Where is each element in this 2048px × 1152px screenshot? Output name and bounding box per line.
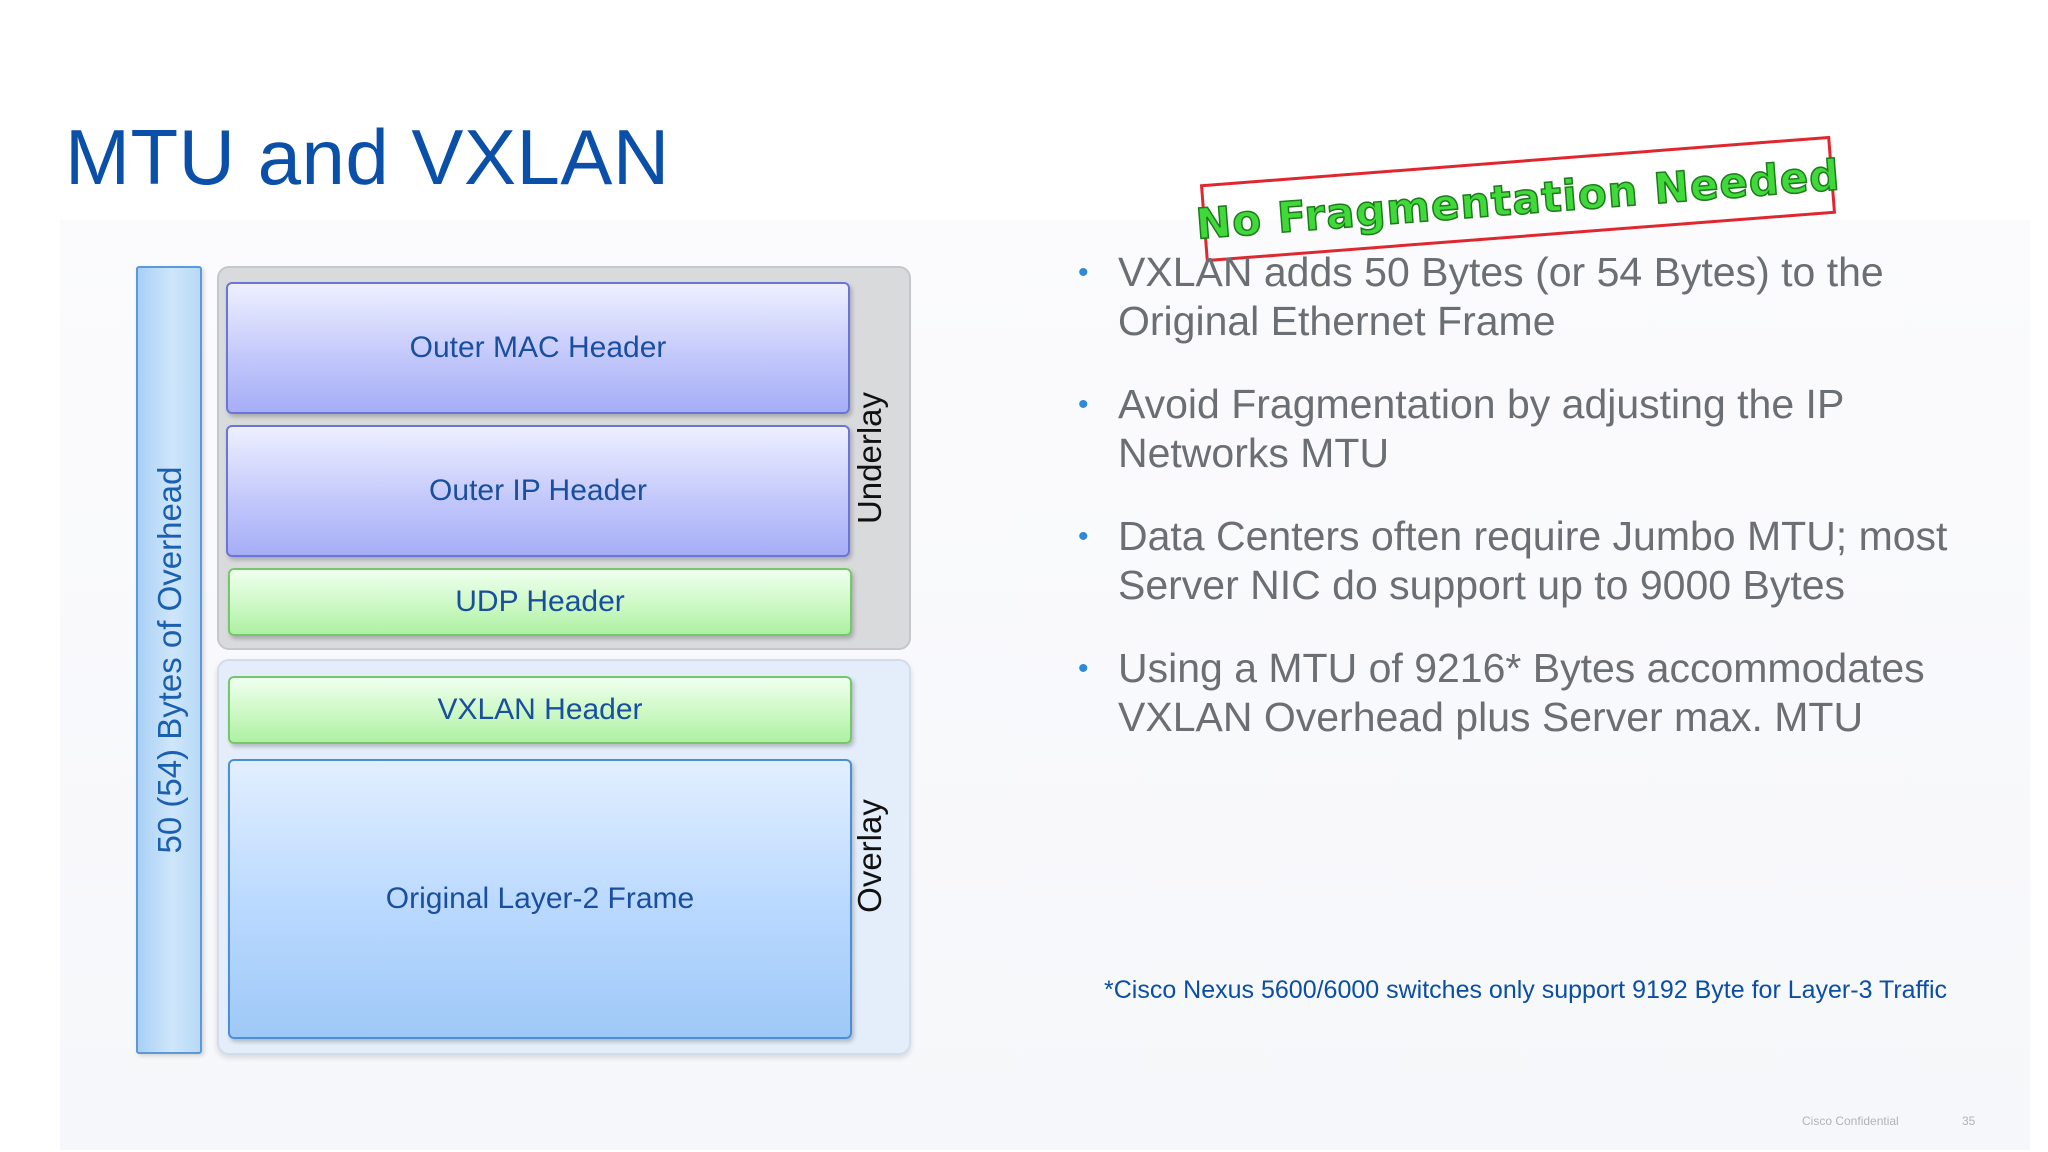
bullet-item: • Using a MTU of 9216* Bytes accommodate… xyxy=(1078,644,1998,742)
outer-ip-header-box: Outer IP Header xyxy=(226,425,850,557)
bullet-marker-icon: • xyxy=(1078,256,1089,289)
underlay-label: Underlay xyxy=(851,391,888,525)
outer-mac-header-box: Outer MAC Header xyxy=(226,282,850,414)
bullet-marker-icon: • xyxy=(1078,388,1089,421)
original-frame-box: Original Layer-2 Frame xyxy=(228,759,852,1039)
overhead-label: 50 (54) Bytes of Overhead xyxy=(151,466,188,854)
bullet-text: Data Centers often require Jumbo MTU; mo… xyxy=(1118,513,1948,608)
bullet-marker-icon: • xyxy=(1078,520,1089,553)
overlay-label: Overlay xyxy=(851,799,888,913)
udp-header-box: UDP Header xyxy=(228,568,852,636)
page-number: 35 xyxy=(1962,1114,1976,1128)
outer-ip-header-label: Outer IP Header xyxy=(429,474,647,507)
bullet-text: Avoid Fragmentation by adjusting the IP … xyxy=(1118,381,1844,476)
vxlan-header-box: VXLAN Header xyxy=(228,676,852,744)
udp-header-label: UDP Header xyxy=(455,585,625,618)
footnote: *Cisco Nexus 5600/6000 switches only sup… xyxy=(1104,976,1948,1004)
original-frame-label: Original Layer-2 Frame xyxy=(385,882,695,915)
confidential-label: Cisco Confidential xyxy=(1802,1114,1899,1128)
bullet-item: • Data Centers often require Jumbo MTU; … xyxy=(1078,512,1998,610)
bullet-list: • VXLAN adds 50 Bytes (or 54 Bytes) to t… xyxy=(1078,248,1998,776)
slide-title: MTU and VXLAN xyxy=(65,113,670,201)
bullet-text: VXLAN adds 50 Bytes (or 54 Bytes) to the… xyxy=(1118,249,1884,344)
outer-mac-header-label: Outer MAC Header xyxy=(409,331,667,364)
bullet-marker-icon: • xyxy=(1078,652,1089,685)
bullet-item: • VXLAN adds 50 Bytes (or 54 Bytes) to t… xyxy=(1078,248,1998,346)
overhead-bar xyxy=(136,266,202,1054)
bullet-item: • Avoid Fragmentation by adjusting the I… xyxy=(1078,380,1998,478)
bullet-text: Using a MTU of 9216* Bytes accommodates … xyxy=(1118,645,1925,740)
vxlan-header-label: VXLAN Header xyxy=(437,693,643,726)
